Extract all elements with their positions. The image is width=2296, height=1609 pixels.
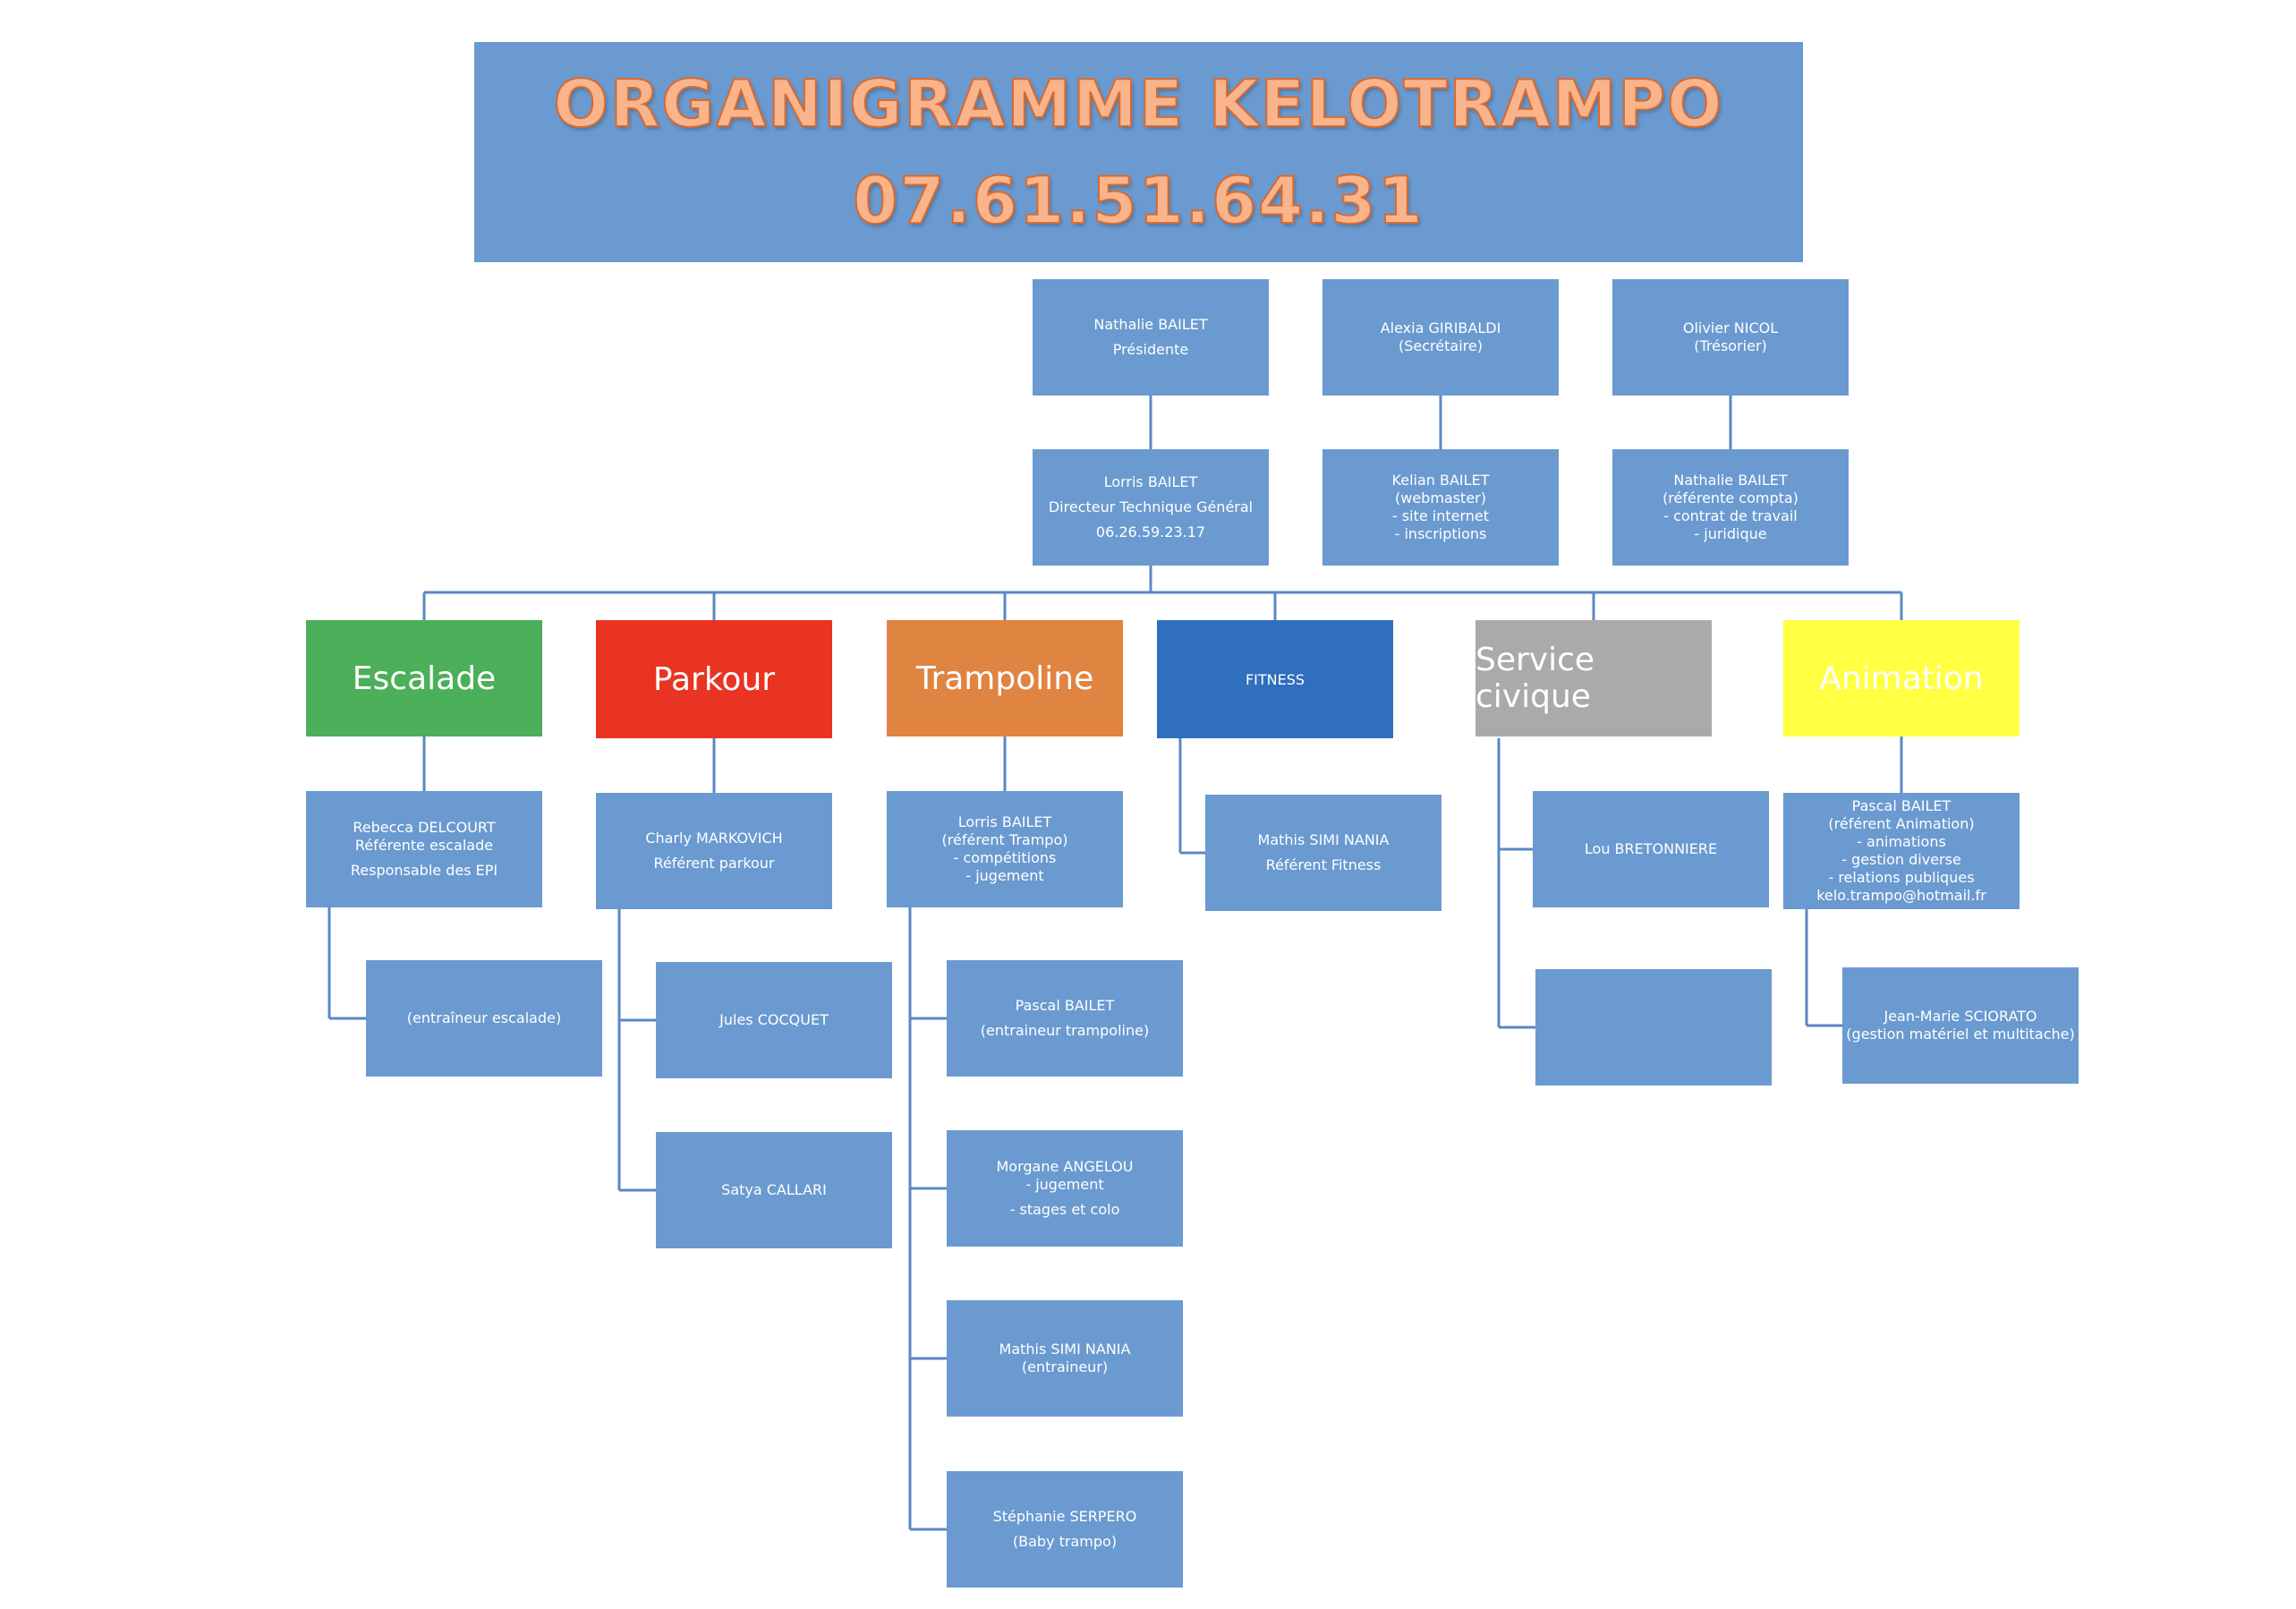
member-box-line: Mathis SIMI NANIA — [999, 1341, 1131, 1358]
referent-box-line: Lorris BAILET — [957, 813, 1052, 830]
board-member-box-line: (Trésorier) — [1694, 337, 1767, 354]
staff-box-line: (référente compta) — [1662, 490, 1799, 507]
board-member-box: Olivier NICOL(Trésorier) — [1612, 279, 1849, 396]
board-member-box: Nathalie BAILET Présidente — [1033, 279, 1269, 396]
member-box: Morgane ANGELOU- jugement - stages et col… — [947, 1130, 1183, 1247]
member-box-line: Pascal BAILET — [1015, 997, 1115, 1014]
department-trampoline: Trampoline — [887, 620, 1123, 736]
member-box: Jean-Marie SCIORATO(gestion matériel et … — [1842, 967, 2079, 1084]
staff-box-line: - juridique — [1694, 525, 1767, 542]
member-box-line: Jules COCQUET — [719, 1011, 829, 1028]
referent-box-line: (référent Animation) — [1828, 815, 1975, 832]
member-box: Jules COCQUET — [656, 962, 892, 1078]
member-box: Pascal BAILET (entraineur trampoline) — [947, 960, 1183, 1077]
staff-box-line: (webmaster) — [1395, 490, 1486, 507]
member-box-line: Satya CALLARI — [721, 1181, 827, 1198]
staff-box-line: Directeur Technique Général — [1048, 498, 1254, 515]
referent-box-line: Référente escalade — [354, 837, 494, 854]
referent-box-line: - jugement — [965, 867, 1044, 884]
board-member-box-line: Présidente — [1112, 341, 1189, 358]
member-box-line: Stéphanie SERPERO — [992, 1508, 1137, 1525]
board-member-box-line: Nathalie BAILET — [1093, 316, 1208, 333]
member-box-line: (entraîneur escalade) — [406, 1009, 562, 1026]
referent-box-line: Pascal BAILET — [1851, 797, 1952, 814]
staff-box: Lorris BAILET Directeur Technique Général… — [1033, 449, 1269, 566]
member-box: Stéphanie SERPERO (Baby trampo) — [947, 1471, 1183, 1588]
referent-box-line: kelo.trampo@hotmail.fr — [1816, 887, 1986, 904]
staff-box: Nathalie BAILET(référente compta)- contr… — [1612, 449, 1849, 566]
referent-box-line: - gestion diverse — [1841, 851, 1961, 868]
referent-box-line: Lou BRETONNIERE — [1584, 840, 1718, 857]
member-box-line: (entraineur) — [1021, 1358, 1109, 1375]
board-member-box-line: Alexia GIRIBALDI — [1380, 319, 1501, 336]
referent-box: Lorris BAILET(référent Trampo)- compétit… — [887, 791, 1123, 907]
staff-box-line: Nathalie BAILET — [1673, 472, 1788, 489]
department-escalade: Escalade — [306, 620, 542, 736]
referent-box-line: Responsable des EPI — [350, 862, 498, 879]
referent-box-line: Mathis SIMI NANIA — [1257, 831, 1390, 848]
staff-box-line: - site internet — [1391, 507, 1490, 524]
referent-box-line: - compétitions — [953, 849, 1057, 866]
staff-box-line: - inscriptions — [1394, 525, 1487, 542]
referent-box-line: - relations publiques — [1828, 869, 1975, 886]
referent-box-line: Charly MARKOVICH — [645, 830, 783, 847]
department-fitness: FITNESS — [1157, 620, 1393, 738]
referent-box-line: Référent parkour — [653, 855, 775, 872]
member-box: Satya CALLARI — [656, 1132, 892, 1248]
board-member-box-line: Olivier NICOL — [1682, 319, 1779, 336]
member-box-line: Jean-Marie SCIORATO — [1884, 1008, 2037, 1025]
member-box-line: - stages et colo — [1009, 1201, 1120, 1218]
staff-box-line: - contrat de travail — [1663, 507, 1798, 524]
referent-box-line: Référent Fitness — [1265, 856, 1382, 873]
referent-box-line: (référent Trampo) — [941, 831, 1068, 848]
member-box: Mathis SIMI NANIA(entraineur) — [947, 1300, 1183, 1417]
member-box-line: (Baby trampo) — [1012, 1533, 1118, 1550]
member-box-line: Morgane ANGELOU — [996, 1158, 1134, 1175]
referent-box: Pascal BAILET(référent Animation)- anima… — [1783, 793, 2020, 909]
staff-box-line: Lorris BAILET — [1103, 473, 1198, 490]
member-box-line: (gestion matériel et multitache) — [1846, 1026, 2075, 1043]
member-box: (entraîneur escalade) — [366, 960, 602, 1077]
board-member-box-line: (Secrétaire) — [1399, 337, 1483, 354]
member-box-line: (entraineur trampoline) — [980, 1022, 1150, 1039]
department-parkour: Parkour — [596, 620, 832, 738]
member-box-line: - jugement — [1025, 1176, 1104, 1193]
contact-phone: 07.61.51.64.31 — [852, 163, 1424, 238]
member-box — [1535, 969, 1772, 1085]
chart-title: ORGANIGRAMME KELOTRAMPO — [553, 66, 1724, 141]
title-banner: ORGANIGRAMME KELOTRAMPO 07.61.51.64.31 — [474, 42, 1803, 262]
staff-box-line: Kelian BAILET — [1391, 472, 1490, 489]
department-animation: Animation — [1783, 620, 2020, 736]
referent-box: Mathis SIMI NANIA Référent Fitness — [1205, 795, 1441, 911]
staff-box: Kelian BAILET(webmaster)- site internet-… — [1322, 449, 1559, 566]
board-member-box: Alexia GIRIBALDI(Secrétaire) — [1322, 279, 1559, 396]
referent-box: Charly MARKOVICH Référent parkour — [596, 793, 832, 909]
referent-box-line: - animations — [1857, 833, 1946, 850]
referent-box: Lou BRETONNIERE — [1533, 791, 1769, 907]
department-service-civique: Service civique — [1475, 620, 1712, 736]
referent-box-line: Rebecca DELCOURT — [353, 819, 496, 836]
staff-box-line: 06.26.59.23.17 — [1095, 524, 1206, 541]
